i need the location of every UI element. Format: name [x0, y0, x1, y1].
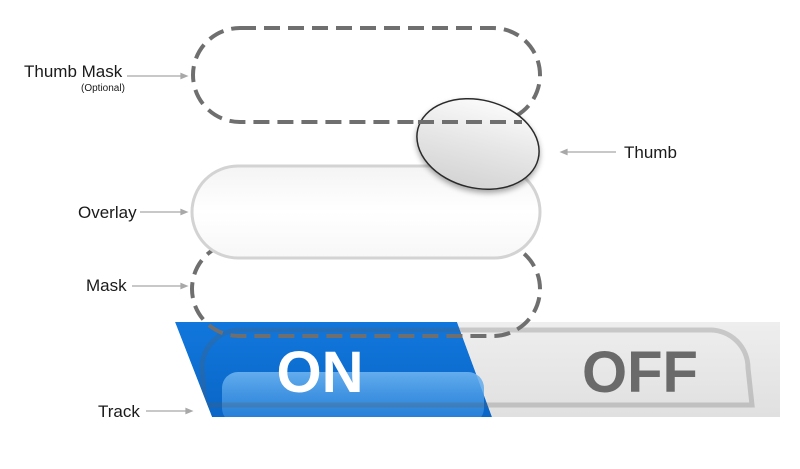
track-outline	[199, 327, 755, 408]
track-layer: ON OFF	[175, 322, 780, 417]
track-on-gloss	[222, 372, 484, 417]
thumb-mask-outline	[191, 26, 542, 124]
overlay-shape	[190, 164, 542, 260]
track-off-text: OFF	[582, 340, 698, 405]
overlay-leader-arrow	[180, 208, 189, 216]
thumb-mask-label: Thumb Mask	[24, 62, 123, 81]
leader-lines	[127, 72, 616, 415]
track-label: Track	[98, 402, 140, 421]
thumb-label: Thumb	[624, 143, 677, 162]
track-on-text: ON	[277, 340, 364, 405]
thumb-mask-leader-arrow	[180, 72, 189, 80]
overlay-label: Overlay	[78, 203, 137, 222]
track-off-side	[457, 322, 780, 417]
track-leader-arrow	[185, 407, 194, 415]
thumb-leader-arrow	[559, 148, 568, 156]
mask-leader-arrow	[180, 282, 189, 290]
mask-label: Mask	[86, 276, 127, 295]
thumb-mask-optional-note: (Optional)	[81, 83, 125, 94]
